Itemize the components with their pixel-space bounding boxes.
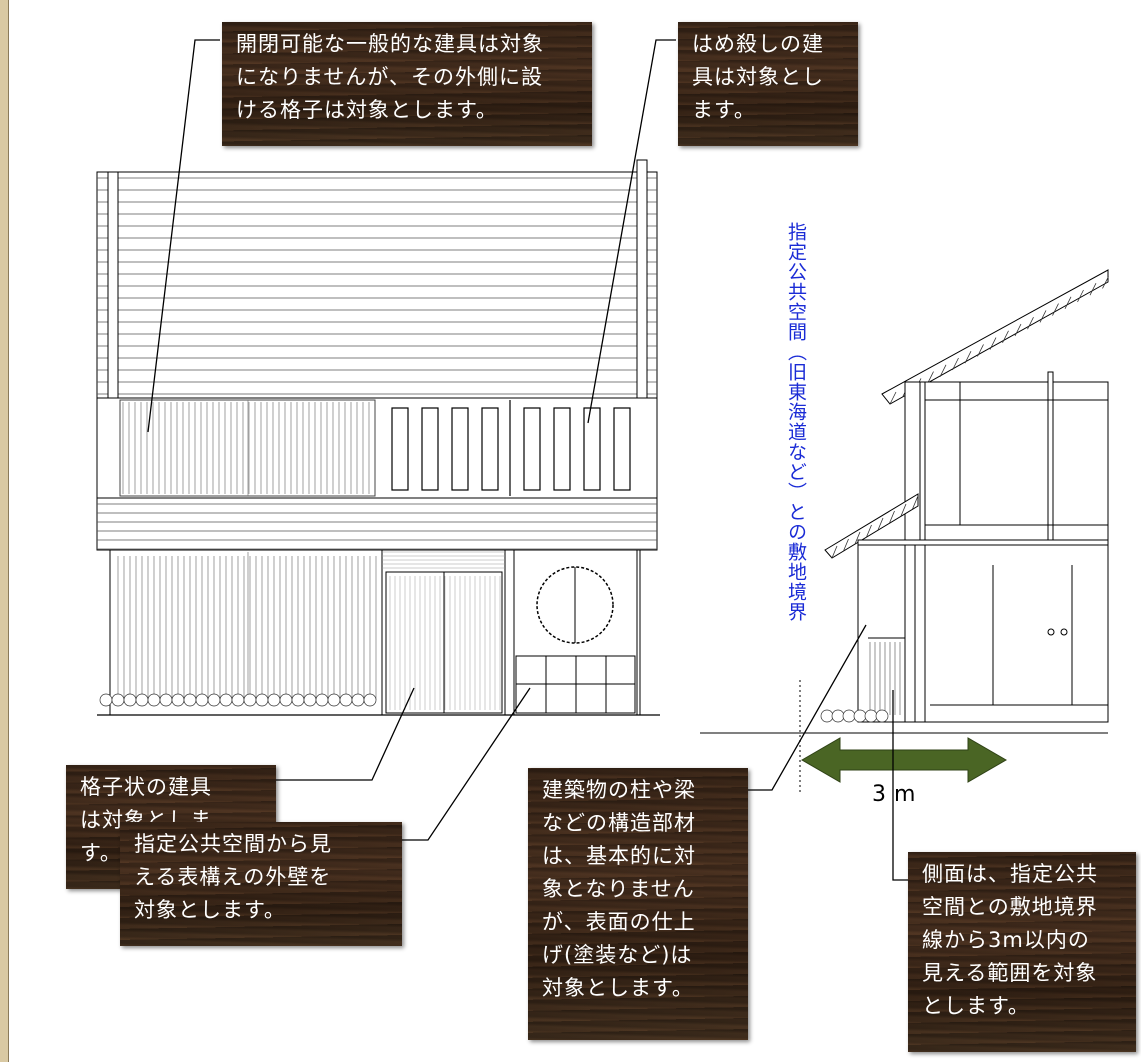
- leader-lattice-fittings: [276, 687, 415, 781]
- dimension-label: 3m: [872, 782, 924, 807]
- front-mid-eave: [96, 497, 658, 551]
- callout-side-face: 側面は、指定公共 空間との敷地境界 線から3m以内の 見える範囲を対象 とします…: [908, 852, 1136, 1052]
- boundary-label: 指定公共空間（旧東海道など）との敷地境界: [785, 222, 807, 622]
- left-frame-border: [0, 0, 8, 1062]
- front-elevation: [96, 159, 660, 716]
- leader-fixed-fittings: [587, 39, 676, 424]
- left-frame-border-line: [8, 0, 9, 1062]
- front-ground-floor: [97, 549, 660, 716]
- side-elevation: [700, 269, 1109, 734]
- callout-fittings-lattice: 開閉可能な一般的な建具は対象 になりませんが、その外側に設 ける格子は対象としま…: [222, 22, 592, 146]
- leader-lines: [147, 39, 908, 881]
- front-second-floor: [96, 397, 658, 499]
- callout-structural: 建築物の柱や梁 などの構造部材 は、基本的に対 象となりません が、表面の仕上 …: [528, 768, 748, 1040]
- callout-fixed-fittings: はめ殺しの建 具は対象とし ます。: [678, 22, 858, 146]
- front-roof: [96, 159, 658, 399]
- leader-side-face: [892, 690, 908, 881]
- leader-fittings-lattice: [147, 39, 220, 433]
- callout-outer-wall: 指定公共空間から見 える表構えの外壁を 対象とします。: [120, 822, 402, 946]
- dimension-arrow: [801, 737, 1007, 783]
- leader-structural: [748, 624, 867, 791]
- leader-outer-wall: [402, 687, 531, 841]
